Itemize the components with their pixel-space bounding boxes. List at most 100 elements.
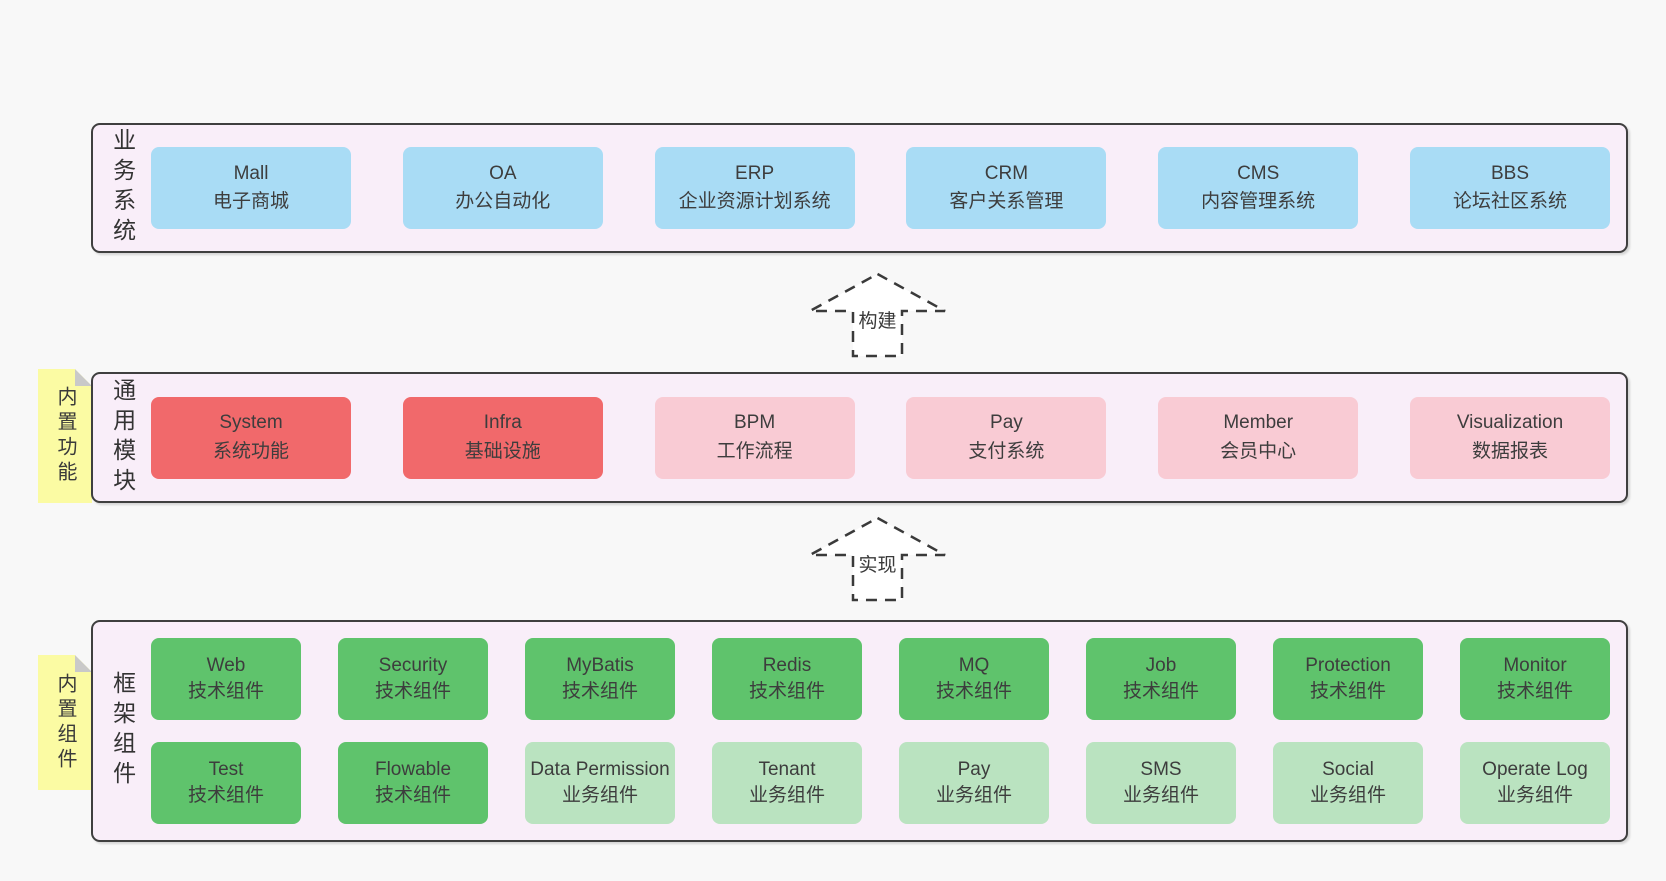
node-protection: Protection 技术组件 bbox=[1273, 638, 1423, 720]
node-title: Flowable bbox=[374, 758, 452, 780]
node-operate-log: Operate Log 业务组件 bbox=[1460, 742, 1610, 824]
node-subtitle: 技术组件 bbox=[748, 681, 825, 702]
node-title: MQ bbox=[958, 654, 990, 676]
sticky-tag-label: 内置组件 bbox=[54, 672, 76, 773]
sticky-tag-built-in-features: 内置功能 bbox=[38, 369, 92, 503]
node-mall: Mall 电子商城 bbox=[151, 147, 351, 229]
node-subtitle: 技术组件 bbox=[1496, 681, 1573, 702]
node-subtitle: 企业资源计划系统 bbox=[678, 191, 831, 212]
node-oa: OA 办公自动化 bbox=[402, 147, 603, 229]
node-subtitle: 内容管理系统 bbox=[1201, 191, 1316, 212]
node-title: Test bbox=[208, 758, 244, 780]
common-modules-vertical-label: 通用模块 bbox=[93, 378, 151, 498]
framework-components-row-2: Test 技术组件 Flowable 技术组件 Data Permission … bbox=[151, 742, 1610, 824]
node-title: Social bbox=[1322, 758, 1374, 780]
node-title: Redis bbox=[762, 654, 812, 676]
node-title: Member bbox=[1223, 412, 1294, 433]
vertical-label-text: 通用模块 bbox=[109, 377, 136, 498]
node-title: Job bbox=[1145, 654, 1177, 676]
node-subtitle: 客户关系管理 bbox=[949, 191, 1064, 212]
node-subtitle: 技术组件 bbox=[935, 681, 1012, 702]
vertical-label-text: 框架组件 bbox=[109, 671, 136, 791]
node-bbs: BBS 论坛社区系统 bbox=[1409, 147, 1610, 229]
node-title: System bbox=[219, 412, 283, 433]
arrow-build: 构建 bbox=[808, 272, 947, 358]
node-cms: CMS 内容管理系统 bbox=[1158, 147, 1359, 229]
node-subtitle: 技术组件 bbox=[1122, 681, 1199, 702]
node-redis: Redis 技术组件 bbox=[712, 638, 862, 720]
node-title: SMS bbox=[1140, 758, 1182, 780]
node-bpm: BPM 工作流程 bbox=[654, 396, 855, 479]
common-modules-container: 通用模块 System 系统功能 Infra 基础设施 BPM 工作流程 Pay… bbox=[91, 372, 1628, 503]
node-title: ERP bbox=[735, 162, 775, 184]
node-title: Security bbox=[378, 654, 448, 676]
sticky-tag-label: 内置功能 bbox=[54, 386, 76, 486]
node-subtitle: 业务组件 bbox=[935, 785, 1012, 806]
node-title: Pay bbox=[990, 412, 1023, 433]
node-subtitle: 办公自动化 bbox=[455, 191, 551, 212]
node-title: Web bbox=[206, 654, 246, 676]
node-title: BBS bbox=[1490, 162, 1529, 184]
business-systems-row: Mall 电子商城 OA 办公自动化 ERP 企业资源计划系统 CRM 客户关系… bbox=[151, 147, 1626, 229]
arrow-implement-label: 实现 bbox=[855, 553, 900, 579]
node-subtitle: 电子商城 bbox=[212, 191, 289, 212]
node-subtitle: 技术组件 bbox=[1309, 681, 1386, 702]
node-title: Pay bbox=[957, 758, 991, 780]
node-subtitle: 业务组件 bbox=[1122, 785, 1199, 806]
node-title: CMS bbox=[1237, 162, 1280, 184]
node-data-permission: Data Permission 业务组件 bbox=[525, 742, 675, 824]
node-mybatis: MyBatis 技术组件 bbox=[525, 638, 675, 720]
common-modules-row: System 系统功能 Infra 基础设施 BPM 工作流程 Pay 支付系统… bbox=[151, 396, 1626, 479]
node-title: OA bbox=[489, 162, 517, 184]
node-subtitle: 会员中心 bbox=[1220, 440, 1297, 462]
node-title: Infra bbox=[483, 412, 522, 433]
node-system: System 系统功能 bbox=[151, 396, 351, 479]
arrow-implement: 实现 bbox=[808, 516, 947, 602]
node-subtitle: 技术组件 bbox=[374, 681, 451, 702]
framework-components-row-1: Web 技术组件 Security 技术组件 MyBatis 技术组件 Redi… bbox=[151, 638, 1610, 720]
node-pay-component: Pay 业务组件 bbox=[899, 742, 1049, 824]
arrow-build-label: 构建 bbox=[855, 309, 900, 335]
node-crm: CRM 客户关系管理 bbox=[906, 147, 1107, 229]
node-monitor: Monitor 技术组件 bbox=[1460, 638, 1610, 720]
node-title: Tenant bbox=[758, 758, 816, 780]
node-title: Operate Log bbox=[1482, 758, 1588, 780]
node-visualization: Visualization 数据报表 bbox=[1409, 396, 1610, 479]
node-subtitle: 工作流程 bbox=[716, 440, 793, 462]
node-social: Social 业务组件 bbox=[1273, 742, 1423, 824]
node-subtitle: 技术组件 bbox=[561, 681, 638, 702]
node-tenant: Tenant 业务组件 bbox=[712, 742, 862, 824]
node-title: MyBatis bbox=[566, 654, 634, 676]
node-security: Security 技术组件 bbox=[338, 638, 488, 720]
node-mq: MQ 技术组件 bbox=[899, 638, 1049, 720]
node-subtitle: 业务组件 bbox=[748, 785, 825, 806]
node-title: Monitor bbox=[1503, 654, 1567, 676]
node-subtitle: 技术组件 bbox=[374, 785, 451, 806]
node-web: Web 技术组件 bbox=[151, 638, 301, 720]
node-subtitle: 业务组件 bbox=[561, 785, 638, 806]
node-subtitle: 基础设施 bbox=[464, 440, 541, 462]
node-subtitle: 技术组件 bbox=[187, 681, 264, 702]
node-subtitle: 系统功能 bbox=[212, 440, 289, 462]
node-member: Member 会员中心 bbox=[1158, 396, 1359, 479]
node-subtitle: 数据报表 bbox=[1471, 440, 1548, 462]
node-test: Test 技术组件 bbox=[151, 742, 301, 824]
node-job: Job 技术组件 bbox=[1086, 638, 1236, 720]
node-sms: SMS 业务组件 bbox=[1086, 742, 1236, 824]
business-systems-container: 业务系统 Mall 电子商城 OA 办公自动化 ERP 企业资源计划系统 CRM… bbox=[91, 123, 1628, 253]
framework-components-container: 框架组件 Web 技术组件 Security 技术组件 MyBatis 技术组件… bbox=[91, 620, 1628, 842]
node-flowable: Flowable 技术组件 bbox=[338, 742, 488, 824]
framework-components-vertical-label: 框架组件 bbox=[93, 671, 151, 791]
node-pay-module: Pay 支付系统 bbox=[906, 396, 1107, 479]
node-infra: Infra 基础设施 bbox=[402, 396, 603, 479]
node-subtitle: 技术组件 bbox=[187, 785, 264, 806]
node-title: Mall bbox=[233, 162, 269, 184]
business-systems-vertical-label: 业务系统 bbox=[93, 128, 151, 248]
node-title: Data Permission bbox=[530, 758, 670, 780]
node-title: Visualization bbox=[1456, 412, 1564, 433]
node-title: CRM bbox=[984, 162, 1029, 184]
vertical-label-text: 业务系统 bbox=[109, 128, 136, 248]
framework-components-grid: Web 技术组件 Security 技术组件 MyBatis 技术组件 Redi… bbox=[151, 638, 1626, 824]
node-subtitle: 支付系统 bbox=[968, 440, 1045, 462]
node-subtitle: 论坛社区系统 bbox=[1452, 191, 1567, 212]
